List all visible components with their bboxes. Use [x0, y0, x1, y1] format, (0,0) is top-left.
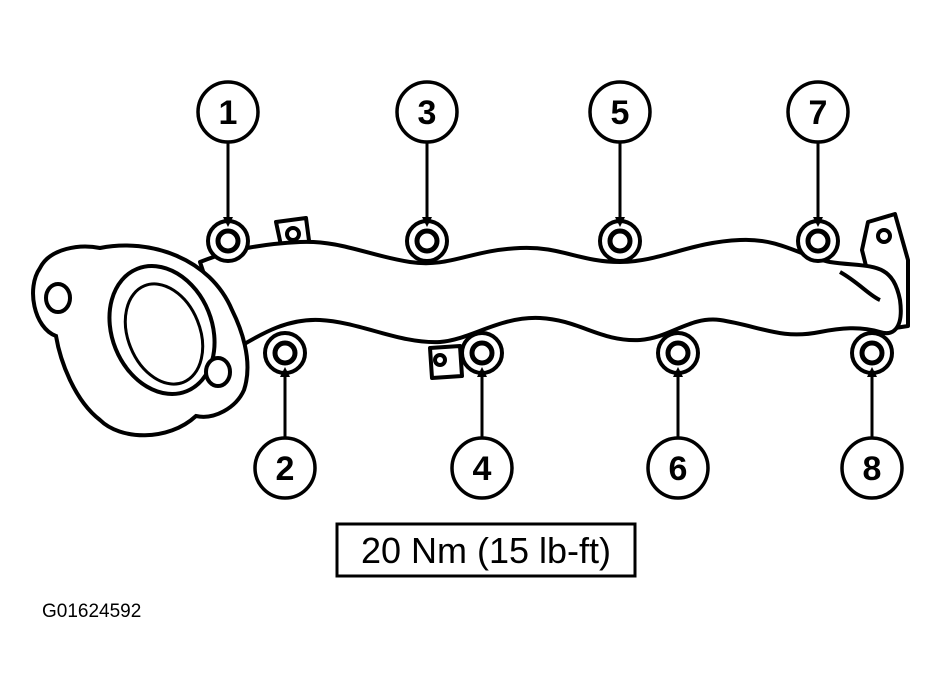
bolt-8: [850, 331, 894, 375]
bolt-group: [206, 219, 894, 375]
callout-number-1: 1: [219, 94, 238, 132]
flange-hole-lower: [204, 356, 232, 388]
callout-group: 1 2 3 4 5 6 7 8: [196, 80, 904, 500]
bolt-6: [656, 331, 700, 375]
bolt-2: [263, 331, 307, 375]
figure-id: G01624592: [42, 601, 141, 622]
callout-circle-2: [253, 436, 317, 500]
exhaust-manifold: [198, 212, 910, 380]
callout-circle-4: [450, 436, 514, 500]
callout-number-5: 5: [611, 94, 630, 132]
torque-spec-text: 20 Nm (15 lb-ft): [361, 530, 611, 571]
bolt-3: [405, 219, 449, 263]
bolt-1: [206, 219, 250, 263]
callout-circle-8: [840, 436, 904, 500]
callout-number-7: 7: [809, 94, 828, 132]
torque-spec-box: 20 Nm (15 lb-ft): [335, 522, 637, 578]
callout-number-6: 6: [669, 450, 688, 488]
manifold-tab-hole: [433, 353, 447, 367]
callout-circle-1: [196, 80, 260, 144]
torque-spec-frame: [335, 522, 637, 578]
callout-number-2: 2: [276, 450, 295, 488]
outlet-port: [107, 264, 217, 396]
callout-circle-7: [786, 80, 850, 144]
manifold-tab-hole: [285, 226, 301, 242]
bolt-5: [598, 219, 642, 263]
bolt-4: [460, 331, 504, 375]
manifold-runner-body: [198, 237, 903, 354]
callout-circle-5: [588, 80, 652, 144]
manifold-tab-hole: [876, 228, 892, 244]
callout-circle-3: [395, 80, 459, 144]
callout-number-4: 4: [473, 450, 492, 488]
callout-number-8: 8: [863, 450, 882, 488]
callout-number-3: 3: [418, 94, 437, 132]
callout-circle-6: [646, 436, 710, 500]
bolt-7: [796, 219, 840, 263]
flange-hole-upper: [44, 282, 72, 314]
outlet-flange: [31, 243, 250, 438]
